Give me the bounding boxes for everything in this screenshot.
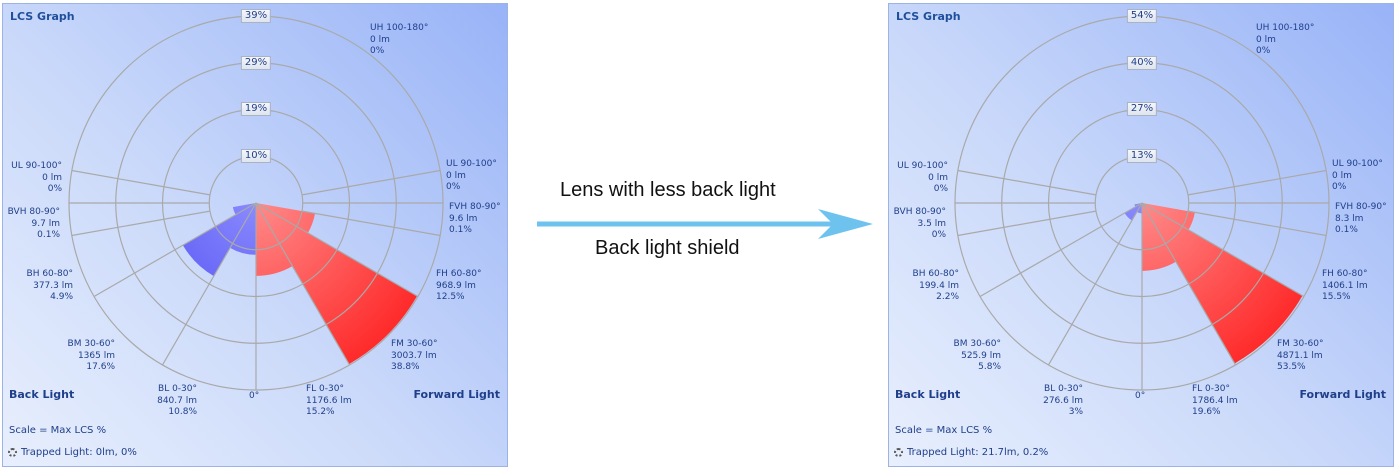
arrow-label-top: Lens with less back light <box>560 179 776 201</box>
wedge-1 <box>256 203 418 365</box>
forward-light-label: Forward Light <box>1299 388 1386 401</box>
wedge-0 <box>1142 203 1176 271</box>
wedge-9 <box>182 203 256 277</box>
scale-note: Scale = Max LCS % <box>9 425 107 436</box>
panel-title: LCS Graph <box>896 10 961 23</box>
ring-label-2: 27% <box>1126 102 1158 116</box>
ring-label-4: 39% <box>240 9 272 23</box>
wedge-2 <box>256 203 316 233</box>
panel-title: LCS Graph <box>10 10 75 23</box>
arrow-right-icon <box>537 209 873 239</box>
refresh-icon[interactable] <box>894 448 903 457</box>
wedge-1 <box>1142 203 1303 364</box>
wedge-0 <box>256 203 293 276</box>
lcs-graph-panel-before: LCS Graph 39% 29% 19% 10% UH 100-180°0 l… <box>2 3 508 467</box>
ring-label-4: 54% <box>1126 9 1158 23</box>
ring-label-1: 10% <box>240 149 272 163</box>
ring-label-2: 19% <box>240 102 272 116</box>
ring-label-1: 13% <box>1126 149 1158 163</box>
trapped-light-text: Trapped Light: 21.7lm, 0.2% <box>907 447 1049 458</box>
zero-degree-label: 0° <box>249 391 260 401</box>
trapped-light-info: Trapped Light: 21.7lm, 0.2% <box>894 447 1048 458</box>
wedge-2 <box>1142 203 1195 230</box>
wedge-9 <box>1124 203 1142 221</box>
refresh-icon[interactable] <box>8 448 17 457</box>
lcs-graph-panel-after: LCS Graph 54% 40% 27% 13% UH 100-180°0 l… <box>888 3 1394 467</box>
ring-label-3: 40% <box>1126 56 1158 70</box>
zero-degree-label: 0° <box>1135 391 1146 401</box>
arrow-label-bottom: Back light shield <box>595 237 740 259</box>
back-light-label: Back Light <box>895 388 961 401</box>
scale-note: Scale = Max LCS % <box>895 425 993 436</box>
forward-light-label: Forward Light <box>413 388 500 401</box>
transition-arrow: Lens with less back light Back light shi… <box>535 175 880 265</box>
trapped-light-info: Trapped Light: 0lm, 0% <box>8 447 137 458</box>
back-light-label: Back Light <box>9 388 75 401</box>
ring-label-3: 29% <box>240 56 272 70</box>
wedge-10 <box>230 203 256 255</box>
polar-chart <box>68 15 444 391</box>
polar-chart <box>954 15 1330 391</box>
trapped-light-text: Trapped Light: 0lm, 0% <box>21 447 137 458</box>
